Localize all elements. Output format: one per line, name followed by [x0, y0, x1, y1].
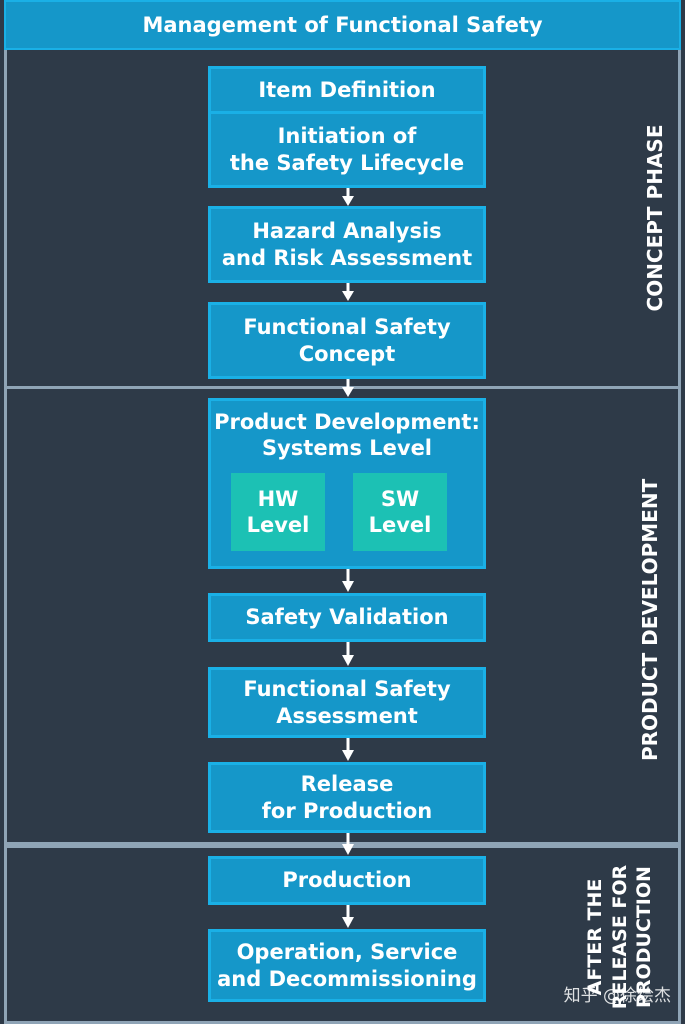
operation-box: Operation, Service and Decommissioning	[208, 929, 486, 1002]
production-label: Production	[282, 868, 412, 893]
arrow-down-icon	[342, 642, 354, 666]
arrow-down-icon	[342, 833, 354, 855]
phase-label-product-development: PRODUCT DEVELOPMENT	[638, 478, 662, 761]
hazard-analysis-box: Hazard Analysis and Risk Assessment	[208, 206, 486, 283]
release-box: Release for Production	[208, 762, 486, 833]
hazard-analysis-label: Hazard Analysis and Risk Assessment	[221, 219, 473, 270]
phase-label-concept: CONCEPT PHASE	[643, 124, 667, 312]
functional-safety-concept-box: Functional Safety Concept	[208, 302, 486, 379]
safety-validation-box: Safety Validation	[208, 593, 486, 642]
functional-safety-concept-label: Functional Safety Concept	[243, 315, 451, 366]
arrow-down-icon	[342, 738, 354, 761]
watermark: 知乎 @徐绘杰	[563, 986, 671, 1006]
header-banner: Management of Functional Safety	[4, 0, 681, 50]
sw-level-box: SW Level	[353, 473, 447, 551]
arrow-down-icon	[342, 188, 354, 206]
functional-safety-assessment-label: Functional Safety Assessment	[243, 677, 451, 728]
arrow-down-icon	[342, 569, 354, 592]
item-definition-box: Item Definition	[208, 66, 486, 114]
arrow-down-icon	[342, 283, 354, 301]
product-development-label: Product Development: Systems Level	[214, 410, 480, 461]
arrow-down-icon	[342, 379, 354, 397]
functional-safety-assessment-box: Functional Safety Assessment	[208, 667, 486, 738]
arrow-down-icon	[342, 905, 354, 928]
release-label: Release for Production	[261, 772, 433, 823]
initiation-box: Initiation of the Safety Lifecycle	[208, 111, 486, 188]
item-definition-label: Item Definition	[258, 77, 436, 102]
header-title: Management of Functional Safety	[142, 13, 543, 37]
production-box: Production	[208, 856, 486, 905]
safety-validation-label: Safety Validation	[245, 605, 449, 630]
initiation-label: Initiation of the Safety Lifecycle	[229, 124, 465, 175]
operation-label: Operation, Service and Decommissioning	[217, 940, 477, 991]
hw-level-box: HW Level	[231, 473, 325, 551]
